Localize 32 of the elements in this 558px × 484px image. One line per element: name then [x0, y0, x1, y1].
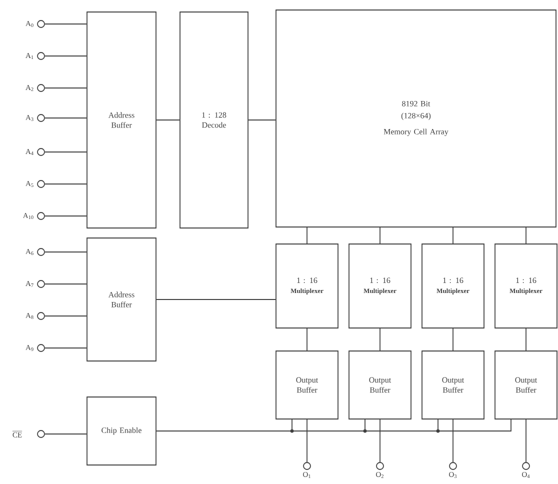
connector-line: [452, 227, 454, 244]
pin-circle: [37, 20, 45, 28]
chip-enable-box: Chip Enable: [86, 396, 156, 466]
connector-line: [306, 227, 308, 244]
connector-line: [452, 328, 454, 351]
pin-circle: [37, 52, 45, 60]
connector-line: [306, 328, 308, 351]
output-buffer-box: Output Buffer: [422, 350, 484, 420]
pin-circle: [449, 462, 457, 470]
connector-line: [306, 419, 308, 462]
pin-circle: [37, 430, 45, 438]
address-buffer-box: Address Buffer: [86, 12, 156, 228]
memory-array-box: 8192 Bit (128×64) Memory Cell Array: [276, 10, 556, 228]
pin-circle: [37, 114, 45, 122]
pin-circle: [37, 248, 45, 256]
output-buffer-box: Output Buffer: [276, 350, 338, 420]
pin-circle: [37, 180, 45, 188]
pin-circle: [37, 344, 45, 352]
decoder-box: 1 : 128 Decode: [180, 12, 248, 228]
address-buffer-box: Address Buffer: [86, 238, 156, 362]
pin-circle: [303, 462, 311, 470]
pin-circle: [376, 462, 384, 470]
connector-line: [452, 419, 454, 462]
pin-circle: [37, 312, 45, 320]
pin-circle: [37, 212, 45, 220]
output-buffer-box: Output Buffer: [348, 350, 412, 420]
pin-circle: [522, 462, 530, 470]
output-buffer-box: Output Buffer: [494, 350, 558, 420]
pin-circle: [37, 84, 45, 92]
pin-circle: [37, 280, 45, 288]
connector-line: [156, 299, 276, 300]
pin-circle: [37, 148, 45, 156]
